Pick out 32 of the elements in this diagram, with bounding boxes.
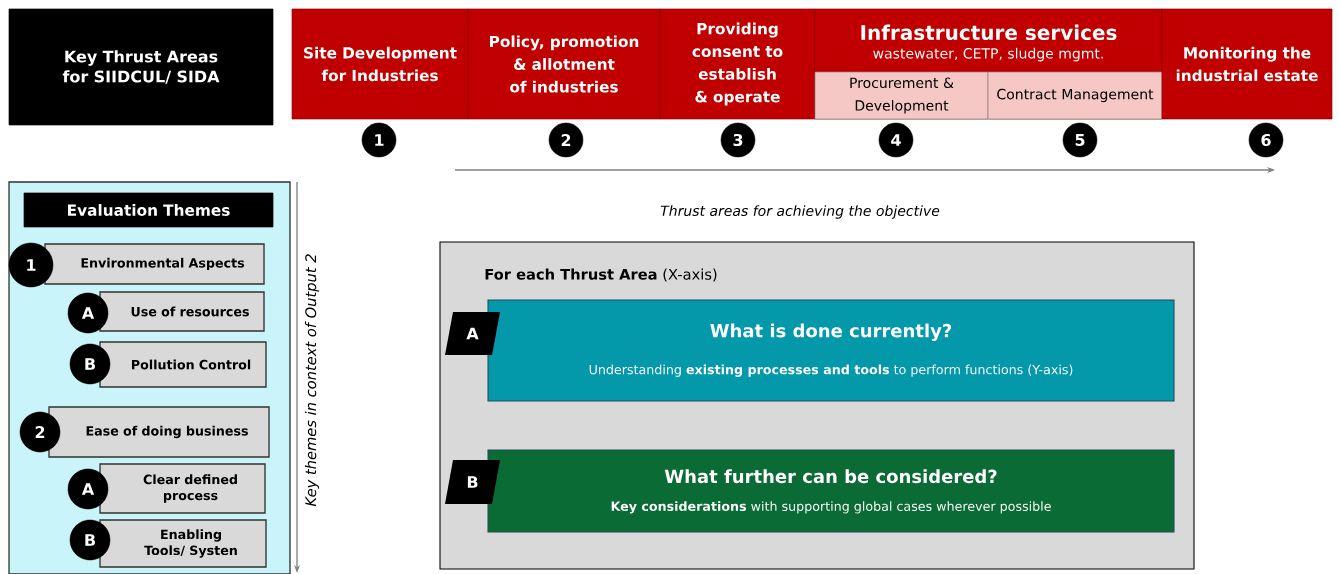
theme-box: Environmental Aspects [44,243,265,285]
theme-box: Pollution Control [99,341,267,388]
number-badge: 1 [8,242,54,288]
thrust-area-box: Site Development for Industries [291,8,469,120]
thrust-area-box: Monitoring the industrial estate [1161,8,1333,120]
number-badge: 2 [19,411,61,453]
number-badge: 1 [361,122,397,158]
header-box: Evaluation Themes [23,192,274,228]
axis-label: Key themes in context of Output 2 [304,254,320,507]
info-box: What is done currently? Understanding existing processes and tools to perform functions (Y-axis) [487,299,1175,402]
axis-label: Thrust areas for achieving the objective [660,205,940,219]
theme-box: Ease of doing business [48,406,270,458]
theme-box: Clear defined process [99,463,266,514]
theme-box: Enabling Tools/ Systen [99,519,267,568]
number-badge: B [69,519,111,561]
number-badge: B [69,343,111,385]
number-badge: A [67,468,109,510]
theme-box: Use of resources [99,291,265,332]
letter-badge: A [445,312,500,355]
number-badge: 6 [1248,122,1284,158]
number-badge: 4 [878,122,914,158]
letter-badge: B [445,460,500,504]
thrust-area-box: Policy, promotion & allotment of industries [467,8,661,120]
number-badge: 3 [720,122,756,158]
number-badge: A [67,292,109,334]
info-box: What further can be considered? Key considerations with supporting global cases wherever possible [487,449,1175,533]
sub-area-box: Contract Management [987,71,1163,120]
thrust-area-box: Providing consent to establish & operate [659,8,816,120]
number-badge: 2 [548,122,584,158]
sub-area-box: Procurement & Development [814,71,989,120]
number-badge: 5 [1062,122,1098,158]
title-box: Key Thrust Areas for SIIDCUL/ SIDA [8,8,274,126]
